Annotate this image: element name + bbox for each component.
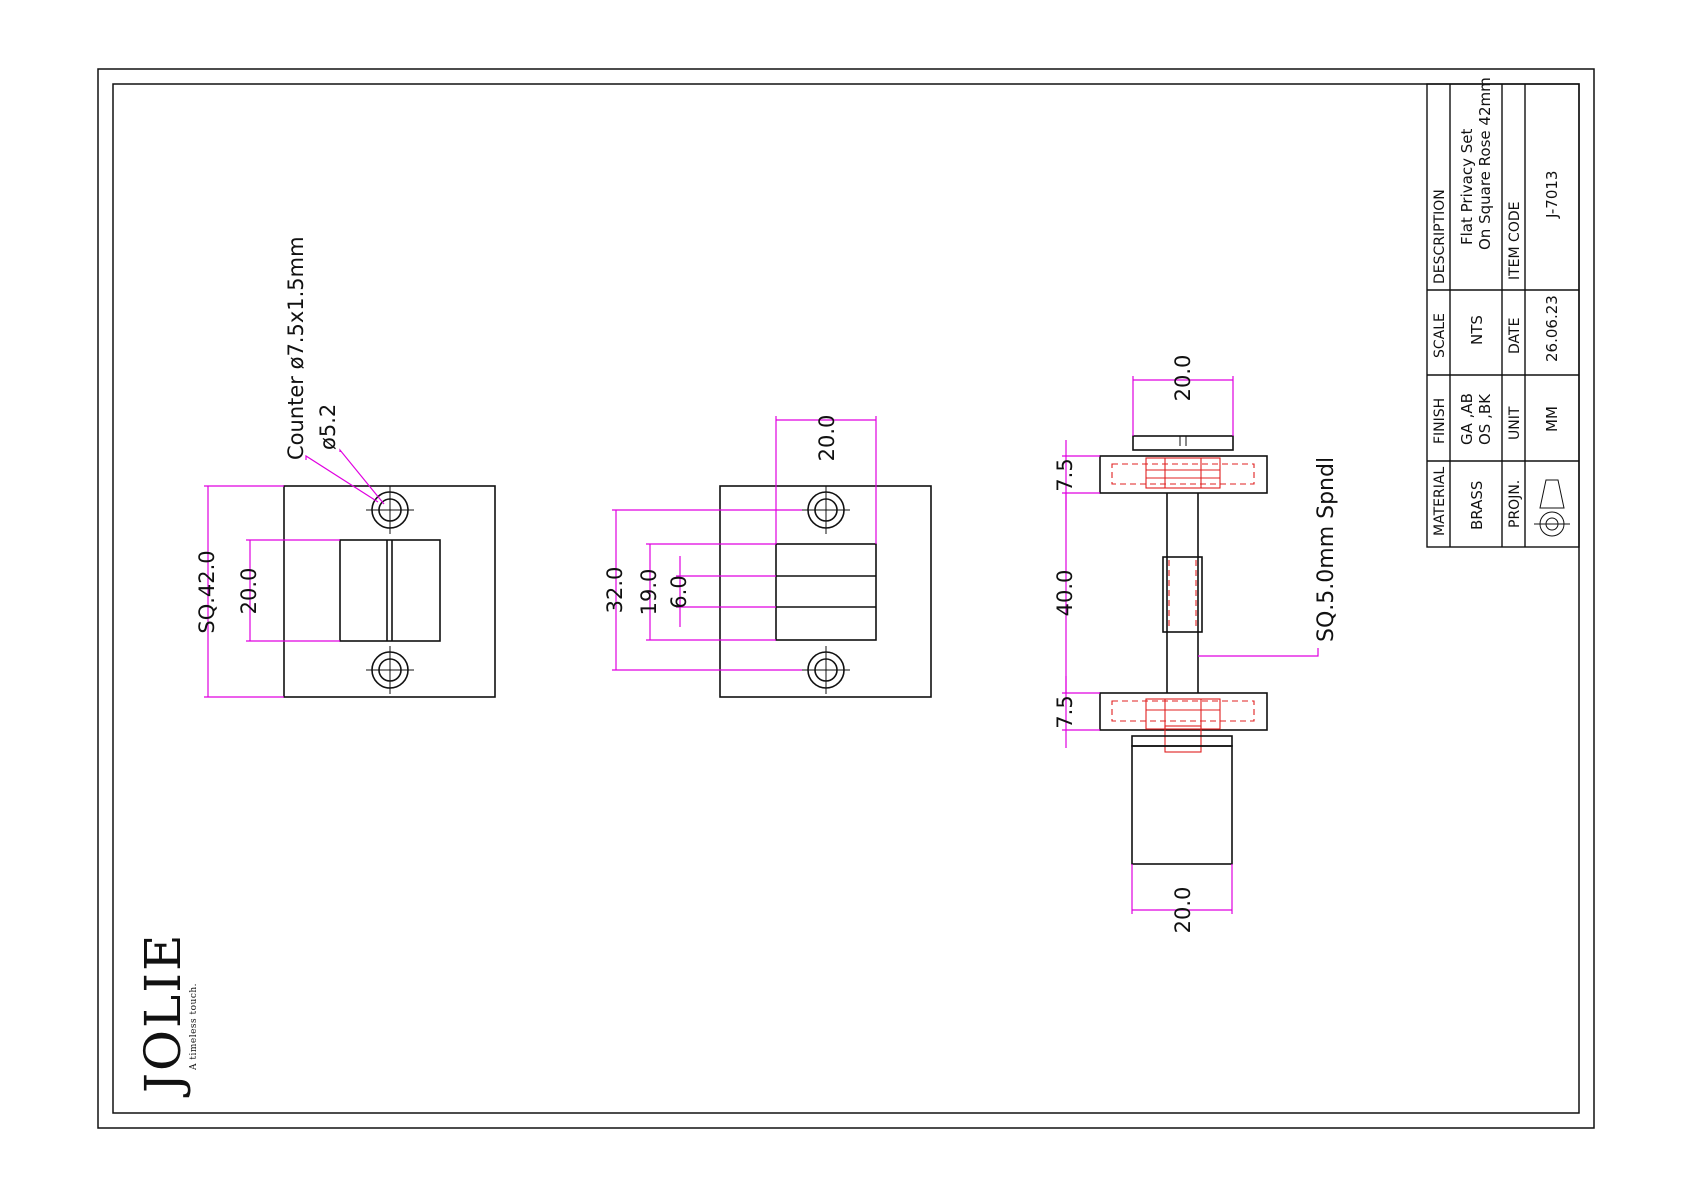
screw-hole-top-2: [802, 486, 850, 534]
top-rose: [1099, 455, 1268, 494]
view-side-assembly: 20.0 7.5 40.0 7.5 20.0 SQ.5.0mm Spndl: [1053, 355, 1339, 934]
note-spindle: SQ.5.0mm Spndl: [1314, 457, 1339, 642]
outer-border: [97, 68, 1595, 1129]
dim-75-bottom: 7.5: [1053, 676, 1100, 748]
dim-6: 6.0: [667, 556, 776, 627]
top-turn-cap: [1132, 435, 1234, 451]
dim-32: 32.0: [603, 509, 802, 671]
tb-header-projection: PROJN.: [1507, 480, 1523, 528]
note-counter: Counter ø7.5x1.5mm: [284, 236, 308, 460]
dim-19-label: 19.0: [637, 569, 661, 616]
dim-40: 40.0: [1053, 493, 1077, 693]
dim-75-top-label: 7.5: [1053, 458, 1077, 491]
dim-20-v3-bottom-label: 20.0: [1171, 887, 1195, 934]
dim-sq42-label: SQ.42.0: [195, 550, 219, 633]
tb-header-description: DESCRIPTION: [1432, 189, 1448, 284]
dim-20-v1-label: 20.0: [237, 568, 261, 615]
brand-logo: JOLIE A timeless touch.: [134, 933, 199, 1099]
dim-75-top: 7.5: [1053, 440, 1100, 510]
tb-value-finish-1: GA ,AB: [1458, 393, 1476, 445]
dim-20-v1: 20.0: [237, 539, 340, 642]
view-rose-block: 20.0 32.0 19.0 6.0: [603, 415, 932, 698]
dim-20-v2: 20.0: [775, 415, 877, 544]
dim-19: 19.0: [637, 543, 776, 641]
bottom-knob: [1131, 745, 1233, 865]
screw-hole-bottom: [366, 646, 414, 694]
leader-counter: [305, 454, 379, 503]
thumb-block: [775, 543, 877, 641]
dim-20-v3-bottom: 20.0: [1131, 864, 1233, 934]
spindle-sleeve: [1162, 556, 1203, 633]
bottom-rose: [1099, 692, 1268, 731]
tb-value-description-1: Flat Privacy Set: [1458, 129, 1476, 245]
tb-value-scale: NTS: [1468, 315, 1486, 345]
tb-value-description-2: On Square Rose 42mm: [1476, 77, 1494, 250]
view-front-rose: SQ.42.0 20.0 Counter ø7.5x1.5mm ø5.2: [195, 236, 496, 698]
screw-hole-bottom-2: [802, 646, 850, 694]
dim-40-label: 40.0: [1053, 570, 1077, 617]
dim-6-label: 6.0: [667, 575, 691, 608]
tb-header-material: MATERIAL: [1432, 467, 1448, 536]
dim-sq42: SQ.42.0: [195, 485, 284, 698]
tb-value-item-code: J-7013: [1543, 171, 1561, 219]
tb-value-date: 26.06.23: [1543, 295, 1561, 362]
tb-value-material: BRASS: [1468, 481, 1486, 530]
dim-20-v2-label: 20.0: [815, 415, 839, 462]
title-block: MATERIAL FINISH SCALE DESCRIPTION BRASS …: [1426, 77, 1580, 548]
tb-value-unit: MM: [1543, 406, 1561, 432]
leader-hole: [339, 448, 385, 505]
projection-symbol-icon: [1534, 479, 1570, 537]
turn-block: [339, 539, 441, 642]
logo-text: JOLIE: [134, 933, 192, 1099]
tb-value-finish-2: OS ,BK: [1476, 393, 1494, 445]
dim-32-label: 32.0: [603, 567, 627, 614]
tb-header-scale: SCALE: [1432, 313, 1448, 358]
tb-header-unit: UNIT: [1507, 406, 1523, 440]
note-hole: ø5.2: [316, 404, 340, 450]
tb-header-date: DATE: [1507, 318, 1523, 354]
logo-tagline: A timeless touch.: [189, 983, 199, 1071]
bottom-knob-neck: [1131, 735, 1233, 747]
screw-hole-top: [366, 486, 414, 534]
leader-spindle: [1198, 648, 1319, 657]
dim-20-v3-top: 20.0: [1132, 355, 1234, 436]
dim-20-v3-top-label: 20.0: [1171, 355, 1195, 402]
dim-75-bottom-label: 7.5: [1053, 695, 1077, 728]
inner-border: [112, 83, 1580, 1114]
tb-header-item-code: ITEM CODE: [1507, 202, 1523, 280]
tb-header-finish: FINISH: [1432, 398, 1448, 444]
